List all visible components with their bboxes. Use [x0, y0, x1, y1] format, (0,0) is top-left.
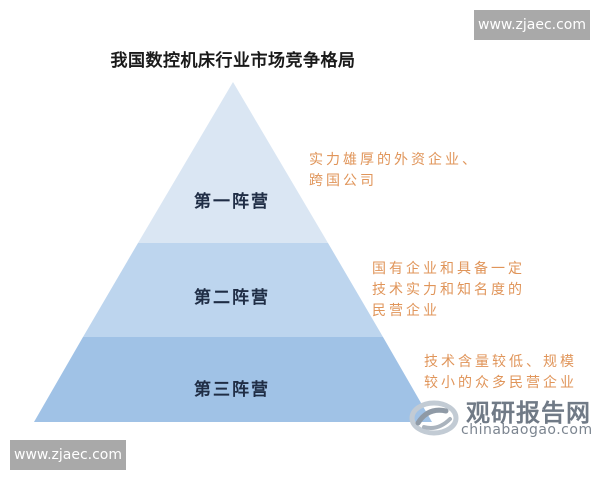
tier-2-label: 第二阵营 [194, 288, 270, 308]
tier-1-description: 实力雄厚的外资企业、 跨国公司 [309, 150, 479, 192]
tier-1-label: 第一阵营 [194, 192, 270, 212]
desc-line: 实力雄厚的外资企业、 [309, 152, 479, 168]
desc-line: 较小的众多民营企业 [424, 375, 577, 391]
logo-name-en: chinabaogao.com [461, 422, 593, 438]
desc-line: 跨国公司 [309, 173, 377, 189]
desc-line: 技术含量较低、规模 [424, 354, 577, 370]
watermark-top-right: www.zjaec.com [474, 10, 590, 40]
tier-1-shape [138, 82, 328, 243]
tier-2-shape [83, 243, 383, 337]
desc-line: 技术实力和知名度的 [372, 282, 525, 298]
tier-2-description: 国有企业和具备一定 技术实力和知名度的 民营企业 [372, 259, 525, 322]
chinabaogao-logo: 观研报告网 chinabaogao.com [408, 393, 598, 443]
tier-3-description: 技术含量较低、规模 较小的众多民营企业 [424, 352, 577, 394]
tier-3-shape [34, 337, 432, 422]
desc-line: 民营企业 [372, 303, 440, 319]
logo-name-cn: 观研报告网 [466, 399, 591, 427]
diagram-title: 我国数控机床行业市场竞争格局 [110, 51, 356, 71]
watermark-bottom-left: www.zjaec.com [10, 440, 126, 470]
chinabaogao-swirl-icon [409, 400, 459, 436]
desc-line: 国有企业和具备一定 [372, 261, 525, 277]
tier-3-label: 第三阵营 [194, 380, 270, 400]
